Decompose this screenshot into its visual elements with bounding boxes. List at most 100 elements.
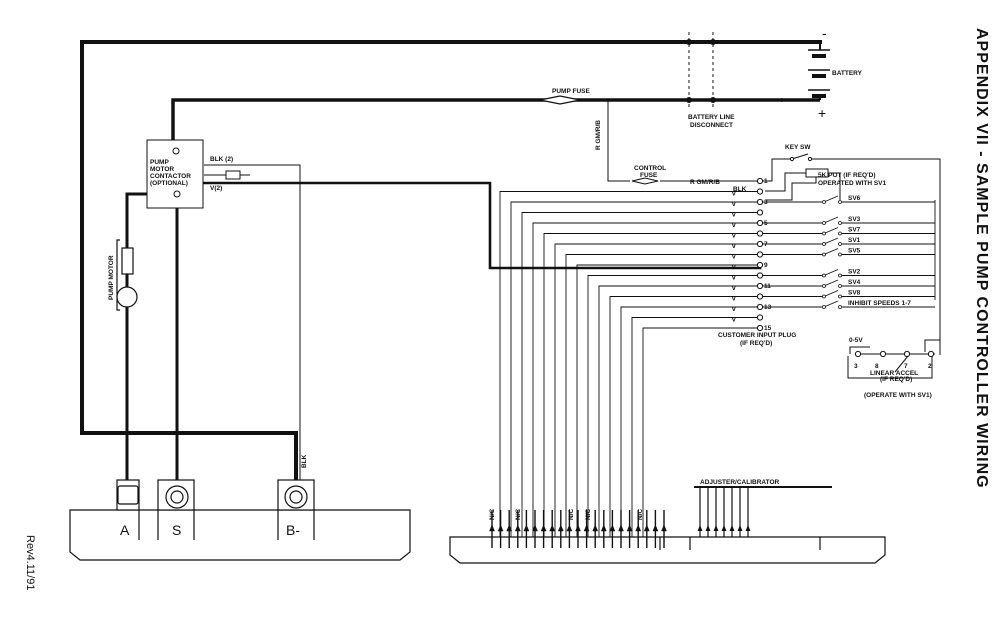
terminal-s-label: S (172, 522, 181, 538)
pin-arrow-9: v (732, 264, 736, 271)
pin-arrow-3: v (732, 201, 736, 208)
linear-pin-8: 8 (875, 363, 879, 370)
switch-contact-0 (838, 200, 842, 204)
plug-pin-6 (756, 230, 764, 237)
adjuster-arrow-3 (721, 525, 727, 531)
connector-arrow-1 (497, 524, 504, 532)
connector-arrow-19 (652, 524, 659, 532)
linear-pin-2: 2 (928, 363, 932, 370)
connector-arrow-0 (489, 524, 495, 532)
plug-pin-4 (756, 209, 764, 216)
nc-label-3: N/C (585, 509, 592, 521)
plug-pin-7 (756, 240, 764, 248)
connector-arrow-18 (643, 524, 650, 532)
plug-pin-2 (756, 188, 764, 195)
switch-pivot-1 (822, 221, 826, 225)
plug-wire-4 (521, 212, 757, 537)
terminal-bm-label: B- (286, 522, 300, 538)
pin-number-11: 11 (764, 283, 771, 290)
pin-arrow-10: v (732, 275, 736, 282)
switch-contact-6 (838, 284, 842, 288)
linear-accel-label-3: (OPERATE WITH SV1) (864, 392, 932, 399)
linear-accel-label-2: (IF REQ'D) (880, 376, 912, 383)
customer-plug-label-1: CUSTOMER INPUT PLUG (718, 332, 796, 339)
plug-wires (499, 191, 757, 537)
connector-arrow-4 (523, 524, 530, 532)
switch-pivot-8 (822, 305, 826, 309)
switch-label-1: SV3 (848, 216, 861, 223)
plug-wire-13 (620, 306, 757, 537)
plug-pin-14 (756, 314, 764, 321)
plug-pin-1 (756, 177, 764, 185)
pump-motor-label: PUMP MOTOR (108, 255, 115, 300)
switch-blade-0 (823, 195, 839, 203)
plug-pin-10 (756, 272, 764, 279)
switch-label-7: SV8 (848, 290, 861, 297)
pump-motor-wire (125, 192, 179, 482)
linear-pin-7: 7 (904, 363, 908, 370)
connector-arrow-20 (661, 524, 667, 532)
plug-wire-14 (631, 317, 757, 537)
pin-arrow-2: v (732, 191, 736, 198)
plug-pin-9 (756, 261, 764, 269)
pot-5k (765, 168, 841, 201)
pin-number-1: 1 (764, 178, 768, 185)
terminal-a-label: A (120, 522, 130, 538)
adjuster-arrow-4 (729, 525, 735, 531)
pin-arrow-13: v (732, 306, 736, 313)
plug-wire-15 (642, 327, 757, 537)
customer-plug-label-2: (IF REQ'D) (740, 340, 772, 347)
linear-accel-label-1: LINEAR ACCEL (870, 370, 918, 377)
blk-wire-label: BLK (301, 454, 308, 468)
switch-pivot-5 (822, 273, 826, 278)
connector-arrow-17 (635, 524, 642, 532)
switch-label-3: SV1 (848, 237, 861, 244)
wire-label-b: R GM/R/B (690, 179, 720, 186)
key-switch (760, 153, 941, 355)
plug-wire-2 (499, 191, 757, 537)
battery-label: BATTERY (832, 70, 863, 77)
linear-pin-3: 3 (854, 363, 858, 370)
blk-2-label: BLK (2) (210, 156, 233, 163)
pin-arrow-8: v (732, 254, 736, 261)
adjuster-arrow-6 (745, 525, 751, 531)
battery (781, 42, 830, 102)
pump-fuse (539, 95, 581, 105)
pin-number-7: 7 (764, 241, 768, 248)
plug-wire-5 (532, 222, 757, 537)
plug-wire-10 (587, 275, 757, 537)
v-2-label: V(2) (210, 185, 222, 192)
plug-wire-9 (576, 264, 757, 537)
connector-arrow-10 (575, 524, 581, 532)
pin-number-15: 15 (764, 325, 772, 332)
pin-arrow-11: v (732, 285, 736, 292)
plug-pin-3 (756, 198, 764, 206)
nc-label-1: N/C (515, 509, 522, 521)
switch-contact-1 (838, 221, 842, 225)
linear-accel (847, 339, 941, 379)
connector-arrow-7 (549, 524, 556, 532)
switch-blade-1 (823, 216, 839, 224)
pin-number-13: 13 (764, 304, 772, 311)
connector-pins (489, 510, 667, 548)
switch-blade-6 (823, 279, 839, 287)
pin-arrow-5: v (732, 222, 736, 229)
wire-label-a: R GM/R/B (595, 120, 602, 150)
terminal-block-left (69, 479, 411, 561)
connector-arrow-15 (618, 524, 624, 532)
power-wiring (80, 40, 832, 488)
switch-pivot-3 (822, 242, 826, 246)
connector-arrow-14 (609, 524, 616, 532)
switch-blade-5 (823, 269, 839, 276)
connector-arrow-3 (514, 524, 521, 532)
pin-number-9: 9 (764, 262, 768, 269)
disconnect-label-1: BATTERY LINE (688, 114, 735, 121)
connector-arrow-2 (506, 524, 513, 532)
connector-arrow-12 (592, 524, 599, 532)
plug-wire-7 (554, 243, 757, 537)
switch-label-6: SV4 (848, 279, 861, 286)
switch-contact-3 (838, 242, 842, 246)
pin-number-3: 3 (764, 199, 768, 206)
